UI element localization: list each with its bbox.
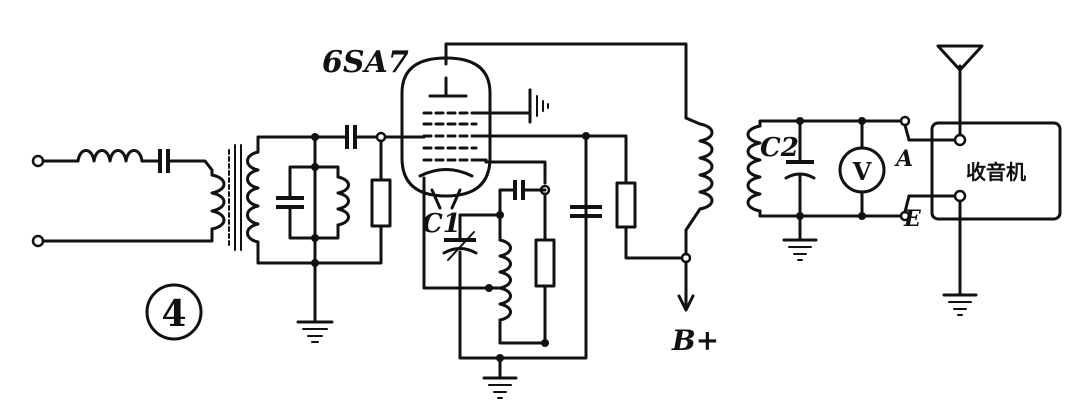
receiver-ground xyxy=(942,199,978,316)
plate-bypass-section xyxy=(570,134,692,264)
grid-coupling-capacitor xyxy=(313,125,414,149)
receiver-label: 收音机 xyxy=(966,160,1026,184)
c1-label: C1 xyxy=(422,209,461,239)
input-ground xyxy=(296,261,334,343)
input-tuned-circuit xyxy=(276,133,350,267)
voltmeter-label: V xyxy=(852,157,872,186)
input-series-inductor xyxy=(41,149,160,163)
output-transformer xyxy=(684,116,802,256)
receiver-box xyxy=(899,115,1062,222)
input-series-capacitor xyxy=(158,149,214,177)
antenna-terminal-label: A xyxy=(894,146,913,172)
tuning-capacitor-c2 xyxy=(782,117,818,261)
grid-leak-resistor xyxy=(313,139,392,265)
figure-number-badge xyxy=(145,283,203,341)
oscillator-section xyxy=(422,132,590,399)
earth-terminal-label: E xyxy=(903,206,922,232)
voltmeter xyxy=(798,117,907,220)
bplus-supply xyxy=(677,260,695,312)
suppressor-ground xyxy=(528,88,549,124)
input-terminals xyxy=(31,154,45,248)
supply-label: B+ xyxy=(671,324,719,357)
tube-label: 6SA7 xyxy=(322,45,409,80)
antenna-icon xyxy=(936,44,984,137)
figure-number: 4 xyxy=(161,293,186,335)
c2-label: C2 xyxy=(760,133,799,163)
input-transformer xyxy=(41,135,317,265)
